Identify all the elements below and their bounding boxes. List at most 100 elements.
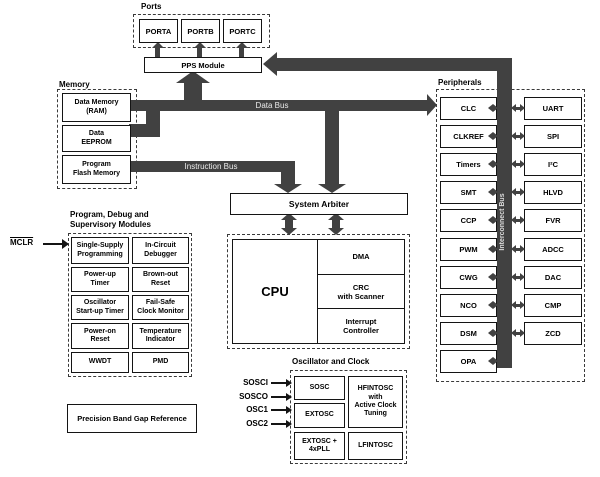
cpu-box: CPU — [233, 240, 318, 343]
interconnect-connector — [488, 188, 498, 196]
arbiter-cpu-link — [332, 219, 340, 229]
peripherals-section-label: Peripherals — [438, 78, 482, 87]
interconnect-connector — [511, 160, 525, 168]
porta-box: PORTA — [139, 19, 178, 43]
pin-arrow-line — [271, 423, 287, 425]
pps-up-shaft — [184, 82, 202, 101]
mclr-arrow-line — [43, 243, 63, 245]
zcd-box: ZCD — [524, 322, 582, 345]
interconnect-bus-label: Interconnect Bus — [499, 193, 506, 251]
eeprom-link-horizontal — [129, 124, 160, 137]
extosc-box: EXTOSC — [294, 403, 345, 428]
uart-box: UART — [524, 97, 582, 120]
clc-box: CLC — [440, 97, 497, 120]
interconnect-connector — [511, 216, 525, 224]
brown-out-reset-box: Brown-out Reset — [132, 267, 189, 292]
data-eeprom-box: Data EEPROM — [62, 125, 131, 152]
instruction-bus-label: Instruction Bus — [184, 162, 238, 171]
arrow-up-icon — [176, 71, 210, 83]
arrow-down-icon — [328, 228, 344, 235]
oscillator-section-label: Oscillator and Clock — [292, 357, 370, 366]
data-bus-drop — [325, 105, 339, 184]
arrow-right-icon — [286, 420, 292, 428]
interconnect-connector — [488, 329, 498, 337]
in-circuit-debugger-box: In-Circuit Debugger — [132, 237, 189, 264]
interconnect-connector — [511, 188, 525, 196]
interconnect-connector — [488, 273, 498, 281]
arrow-right-icon — [286, 393, 292, 401]
pps-port-arrow-shaft — [239, 48, 244, 57]
interconnect-connector — [488, 160, 498, 168]
extosc-pll-box: EXTOSC + 4xPLL — [294, 432, 345, 460]
osc1-pin-label: OSC1 — [246, 405, 268, 414]
power-on-reset-box: Power-on Reset — [71, 323, 129, 349]
portb-box: PORTB — [181, 19, 220, 43]
instruction-bus-drop — [281, 161, 295, 184]
system-arbiter-box: System Arbiter — [230, 193, 408, 215]
interconnect-connector — [488, 245, 498, 253]
sosci-pin-label: SOSCI — [243, 378, 268, 387]
arrow-down-icon — [281, 228, 297, 235]
pwm-box: PWM — [440, 238, 497, 261]
single-supply-programming-box: Single-Supply Programming — [71, 237, 129, 264]
hlvd-box: HLVD — [524, 181, 582, 204]
crc-scanner-box: CRC with Scanner — [318, 273, 404, 309]
data-bus-label: Data Bus — [255, 101, 289, 110]
i2c-box: I²C — [524, 153, 582, 176]
sosco-pin-label: SOSCO — [239, 392, 268, 401]
mclr-pin-label: MCLR — [10, 238, 34, 247]
oscillator-group — [290, 370, 407, 464]
arrow-down-icon — [274, 184, 302, 193]
debug-group — [68, 233, 192, 377]
pps-feed-bus — [277, 58, 512, 71]
memory-section-label: Memory — [59, 80, 90, 89]
arrow-down-icon — [318, 184, 346, 193]
pin-arrow-line — [271, 382, 287, 384]
arrow-up-icon — [236, 42, 248, 48]
temperature-indicator-box: Temperature Indicator — [132, 323, 189, 349]
pin-arrow-line — [271, 396, 287, 398]
clkref-box: CLKREF — [440, 125, 497, 148]
interconnect-connector — [488, 357, 498, 365]
arrow-right-icon — [427, 94, 437, 116]
cpu-block: CPU DMA CRC with Scanner Interrupt Contr… — [232, 239, 405, 344]
pps-port-arrow-shaft — [155, 48, 160, 57]
dac-box: DAC — [524, 266, 582, 289]
fvr-box: FVR — [524, 209, 582, 232]
cmp-box: CMP — [524, 294, 582, 317]
interconnect-connector — [511, 273, 525, 281]
ports-section-label: Ports — [141, 2, 162, 11]
program-flash-box: Program Flash Memory — [62, 155, 131, 184]
cpu-group — [227, 234, 410, 349]
lfintosc-box: LFINTOSC — [348, 432, 403, 460]
interrupt-controller-box: Interrupt Controller — [318, 308, 404, 343]
interconnect-connector — [488, 216, 498, 224]
arbiter-cpu-link — [285, 219, 293, 229]
arrow-right-icon — [286, 379, 292, 387]
debug-section-label: Program, Debug and Supervisory Modules — [70, 210, 151, 229]
data-bus — [127, 100, 427, 111]
data-memory-ram-box: Data Memory (RAM) — [62, 93, 131, 122]
oscillator-startup-timer-box: Oscillator Start-up Timer — [71, 295, 129, 320]
interconnect-connector — [488, 132, 498, 140]
arrow-up-icon — [152, 42, 164, 48]
memory-group — [57, 89, 137, 189]
instruction-bus — [130, 161, 282, 172]
interconnect-connector — [488, 104, 498, 112]
arrow-right-icon — [62, 239, 69, 249]
pps-module-box: PPS Module — [144, 57, 262, 73]
arrow-right-icon — [286, 406, 292, 414]
timers-box: Timers — [440, 153, 497, 176]
adcc-box: ADCC — [524, 238, 582, 261]
pin-arrow-line — [271, 409, 287, 411]
fail-safe-clock-monitor-box: Fail-Safe Clock Monitor — [132, 295, 189, 320]
arrow-left-icon — [263, 52, 277, 76]
pmd-box: PMD — [132, 352, 189, 373]
interconnect-connector — [511, 132, 525, 140]
nco-box: NCO — [440, 294, 497, 317]
power-up-timer-box: Power-up Timer — [71, 267, 129, 292]
arrow-up-icon — [328, 213, 344, 220]
pps-port-arrow-shaft — [197, 48, 202, 57]
spi-box: SPI — [524, 125, 582, 148]
interconnect-connector — [511, 104, 525, 112]
